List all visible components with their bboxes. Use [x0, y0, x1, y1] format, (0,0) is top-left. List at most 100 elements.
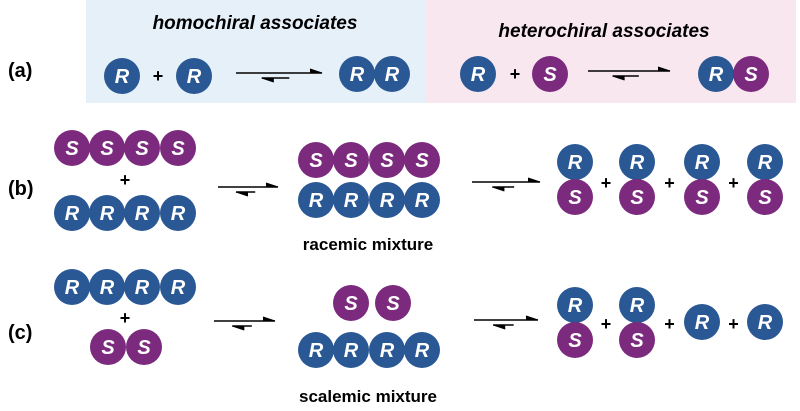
enantiomer-label: R [380, 340, 395, 362]
enantiomer-label: R [385, 64, 400, 86]
enantiomer-label: S [100, 138, 114, 160]
r-enantiomer-circle [369, 332, 405, 368]
s-enantiomer-circle [298, 142, 334, 178]
product-heterodimer: S [619, 322, 655, 358]
r-enantiomer-circle [333, 182, 369, 218]
s-enantiomer-circle [532, 56, 568, 92]
enantiomer-label: R [344, 190, 359, 212]
equilibrium-arrow-icon [218, 182, 279, 197]
r-enantiomer-circle [124, 269, 160, 305]
enantiomer-label: S [415, 150, 429, 172]
enantiomer-label: R [415, 190, 430, 212]
heterochiral-reactant: R [460, 56, 496, 92]
r-enantiomer-circle [619, 287, 655, 323]
enantiomer-label: R [630, 152, 645, 174]
plus-sign: + [664, 314, 675, 334]
scalemic-r-row: R [404, 332, 440, 368]
s-enantiomer-circle [333, 142, 369, 178]
product-heterodimer: R [619, 144, 655, 180]
reactant-s-tetramer: S [54, 130, 90, 166]
racemic-r-row: R [298, 182, 334, 218]
enantiomer-label: R [65, 277, 80, 299]
enantiomer-label: R [115, 66, 130, 88]
s-enantiomer-circle [619, 322, 655, 358]
racemic-s-row: S [404, 142, 440, 178]
enantiomer-label: R [100, 277, 115, 299]
product-heterodimer: R [684, 144, 720, 180]
reactant-s-tetramer: S [124, 130, 160, 166]
r-enantiomer-circle [339, 56, 375, 92]
s-enantiomer-circle [404, 142, 440, 178]
r-enantiomer-circle [89, 195, 125, 231]
enantiomer-label: R [380, 190, 395, 212]
enantiomer-label: R [758, 312, 773, 334]
enantiomer-label: S [171, 138, 185, 160]
scalemic-r-row: R [333, 332, 369, 368]
enantiomer-label: S [137, 337, 151, 359]
s-enantiomer-circle [619, 179, 655, 215]
racemic-r-row: R [369, 182, 405, 218]
r-enantiomer-circle [298, 182, 334, 218]
enantiomer-label: S [758, 187, 772, 209]
r-enantiomer-circle [460, 56, 496, 92]
enantiomer-label: R [100, 203, 115, 225]
enantiomer-label: R [350, 64, 365, 86]
enantiomer-label: S [630, 187, 644, 209]
r-enantiomer-circle [176, 58, 212, 94]
enantiomer-label: R [709, 64, 724, 86]
panel-b-label: (b) [8, 178, 34, 200]
r-enantiomer-circle [698, 56, 734, 92]
scalemic-s-row: S [375, 285, 411, 321]
product-heterodimer: R [557, 287, 593, 323]
product-heterodimer: R [557, 144, 593, 180]
product-heterodimer: S [557, 322, 593, 358]
homochiral-dimer: R [339, 56, 375, 92]
enantiomer-label: S [543, 64, 557, 86]
enantiomer-label: R [171, 203, 186, 225]
enantiomer-label: R [344, 340, 359, 362]
reactant-r-tetramer: R [54, 195, 90, 231]
r-enantiomer-circle [557, 287, 593, 323]
r-enantiomer-circle [369, 182, 405, 218]
enantiomer-label: S [135, 138, 149, 160]
r-enantiomer-circle [54, 269, 90, 305]
plus-sign: + [601, 314, 612, 334]
racemic-r-row: R [404, 182, 440, 218]
s-enantiomer-circle [684, 179, 720, 215]
s-enantiomer-circle [375, 285, 411, 321]
reactant-r-tetramer: R [89, 195, 125, 231]
racemic-caption: racemic mixture [303, 235, 433, 254]
heterochiral-dimer: R [698, 56, 734, 92]
plus-sign: + [120, 170, 131, 190]
reactant-s-dimer: S [90, 329, 126, 365]
homochiral-dimer: R [374, 56, 410, 92]
s-enantiomer-circle [557, 179, 593, 215]
reactant-r-tetramer: R [160, 269, 196, 305]
heterochiral-reactant: S [532, 56, 568, 92]
product-monomer: R [684, 304, 720, 340]
enantiomer-label: S [630, 330, 644, 352]
enantiomer-label: R [65, 203, 80, 225]
heterochiral-dimer: S [733, 56, 769, 92]
s-enantiomer-circle [54, 130, 90, 166]
r-enantiomer-circle [374, 56, 410, 92]
product-heterodimer: R [747, 144, 783, 180]
r-enantiomer-circle [747, 304, 783, 340]
equilibrium-arrow-icon [588, 66, 671, 81]
enantiomer-label: S [695, 187, 709, 209]
panel-c-label: (c) [8, 322, 32, 344]
r-enantiomer-circle [333, 332, 369, 368]
r-enantiomer-circle [404, 182, 440, 218]
reactant-r-tetramer: R [160, 195, 196, 231]
racemic-s-row: S [298, 142, 334, 178]
product-heterodimer: R [619, 287, 655, 323]
enantiomer-label: R [568, 295, 583, 317]
equilibrium-arrow-icon [214, 316, 276, 331]
r-enantiomer-circle [298, 332, 334, 368]
homochiral-reactant: R [176, 58, 212, 94]
product-heterodimer: S [684, 179, 720, 215]
reactant-s-dimer: S [126, 329, 162, 365]
s-enantiomer-circle [369, 142, 405, 178]
r-enantiomer-circle [160, 269, 196, 305]
